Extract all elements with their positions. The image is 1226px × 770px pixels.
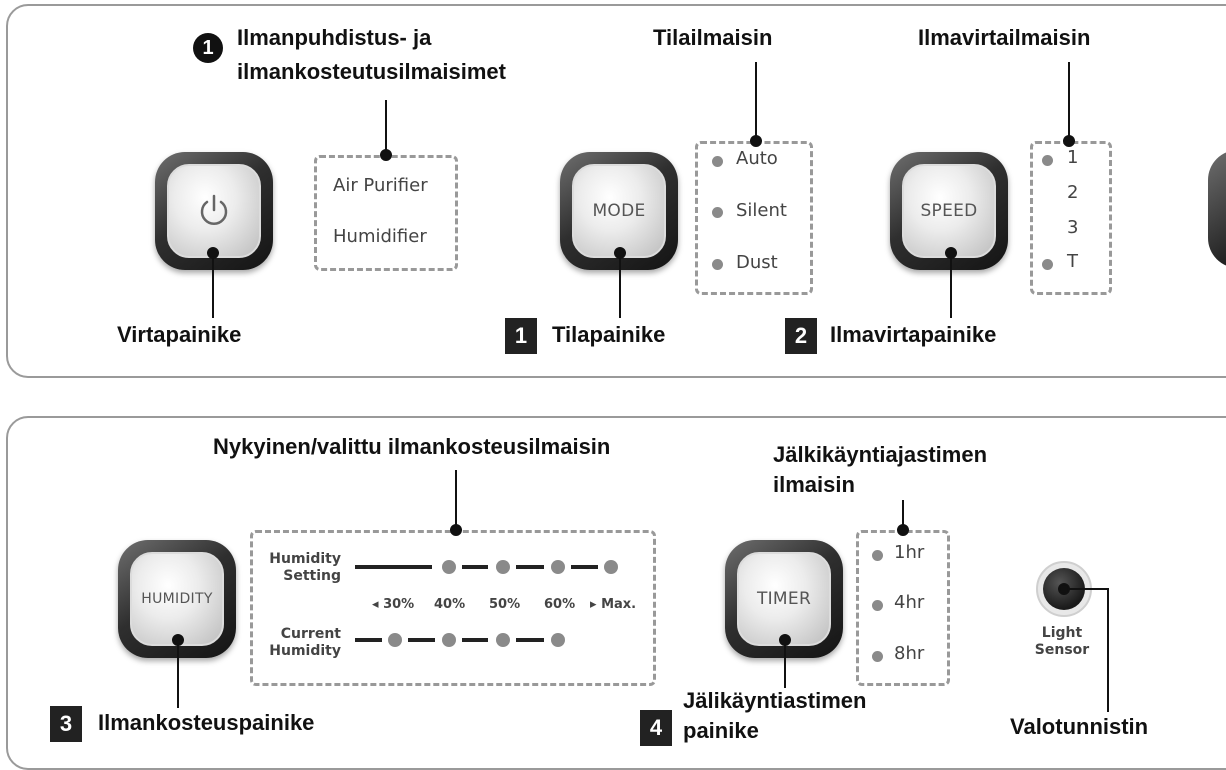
humidity-setting-label: Humidity Setting (255, 551, 341, 585)
power-button[interactable] (155, 152, 273, 270)
mode-number-badge: 1 (505, 318, 537, 354)
current-humidity-label: Current Humidity (255, 626, 341, 660)
light-sensor-line1: Light (1041, 625, 1083, 641)
purification-callout-line1: Ilmanpuhdistus- ja (237, 25, 432, 50)
light-sensor-line2: Sensor (1034, 642, 1090, 658)
timer-indicator-callout-line1: Jälkikäyntiajastimen (773, 442, 988, 467)
timer-button[interactable]: TIMER (725, 540, 843, 658)
speed-level-1: 1 (1067, 147, 1079, 168)
humidifier-indicator: Humidifier (333, 226, 427, 247)
mode-indicator-callout: Tilailmaisin (653, 25, 773, 50)
scale-max-label: ▸ Max. (590, 597, 637, 612)
speed-level-2: 2 (1067, 182, 1079, 203)
purification-indicator-box (314, 155, 458, 271)
scale-40: 40% (434, 597, 466, 612)
light-sensor-label: Light Sensor (1022, 625, 1102, 659)
mode-led-dust (712, 259, 723, 270)
light-sensor-callout: Valotunnistin (1010, 714, 1149, 739)
partial-button-edge (1208, 150, 1226, 268)
timer-8hr-label: 8hr (894, 643, 925, 664)
speed-indicator-callout: Ilmavirtailmaisin (918, 25, 1091, 50)
speed-led-t (1042, 259, 1053, 270)
light-sensor (1043, 568, 1085, 610)
timer-4hr-label: 4hr (894, 592, 925, 613)
current-humidity-line2: Humidity (269, 643, 341, 659)
current-humidity-line1: Current (280, 626, 341, 642)
timer-button-face: TIMER (737, 552, 831, 646)
mode-dust-label: Dust (736, 252, 778, 273)
humidity-button[interactable]: HUMIDITY (118, 540, 236, 658)
speed-button[interactable]: SPEED (890, 152, 1008, 270)
mode-led-silent (712, 207, 723, 218)
power-button-callout: Virtapainike (117, 322, 242, 347)
timer-button-callout-line2: painike (683, 718, 759, 743)
purification-callout-line2: ilmankosteutusilmaisimet (237, 59, 506, 84)
scale-30: 30% (383, 597, 415, 612)
speed-number-badge: 2 (785, 318, 817, 354)
mode-led-auto (712, 156, 723, 167)
mode-button-face: MODE (572, 164, 666, 258)
timer-led-4hr (872, 600, 883, 611)
humidity-indicator-callout: Nykyinen/valittu ilmankosteusilmaisin (213, 434, 611, 459)
timer-button-callout-line1: Jälikäyntiastimen (683, 688, 867, 713)
humidity-setting-line2: Setting (283, 568, 341, 584)
humidity-button-face: HUMIDITY (130, 552, 224, 646)
speed-level-t: T (1067, 251, 1078, 272)
scale-30-label: ◂ 30% (372, 597, 415, 612)
air-purifier-indicator: Air Purifier (333, 175, 428, 196)
speed-led-1 (1042, 155, 1053, 166)
scale-60: 60% (544, 597, 576, 612)
mode-silent-label: Silent (736, 200, 787, 221)
speed-level-3: 3 (1067, 217, 1079, 238)
mode-auto-label: Auto (736, 148, 778, 169)
mode-button[interactable]: MODE (560, 152, 678, 270)
timer-number-badge: 4 (640, 710, 672, 746)
timer-1hr-label: 1hr (894, 542, 925, 563)
speed-button-face: SPEED (902, 164, 996, 258)
humidity-button-callout: Ilmankosteuspainike (98, 710, 315, 735)
humidity-setting-line1: Humidity (269, 551, 341, 567)
humidity-number-badge: 3 (50, 706, 82, 742)
timer-led-1hr (872, 550, 883, 561)
light-sensor-ring (1036, 561, 1092, 617)
scale-max: Max. (601, 597, 637, 612)
power-button-face (167, 164, 261, 258)
mode-button-callout: Tilapainike (552, 322, 666, 347)
speed-button-callout: Ilmavirtapainike (830, 322, 997, 347)
scale-50: 50% (489, 597, 521, 612)
timer-led-8hr (872, 651, 883, 662)
timer-indicator-callout-line2: ilmaisin (773, 472, 855, 497)
indicator-number-badge: 1 (193, 33, 223, 63)
power-icon (200, 194, 228, 225)
